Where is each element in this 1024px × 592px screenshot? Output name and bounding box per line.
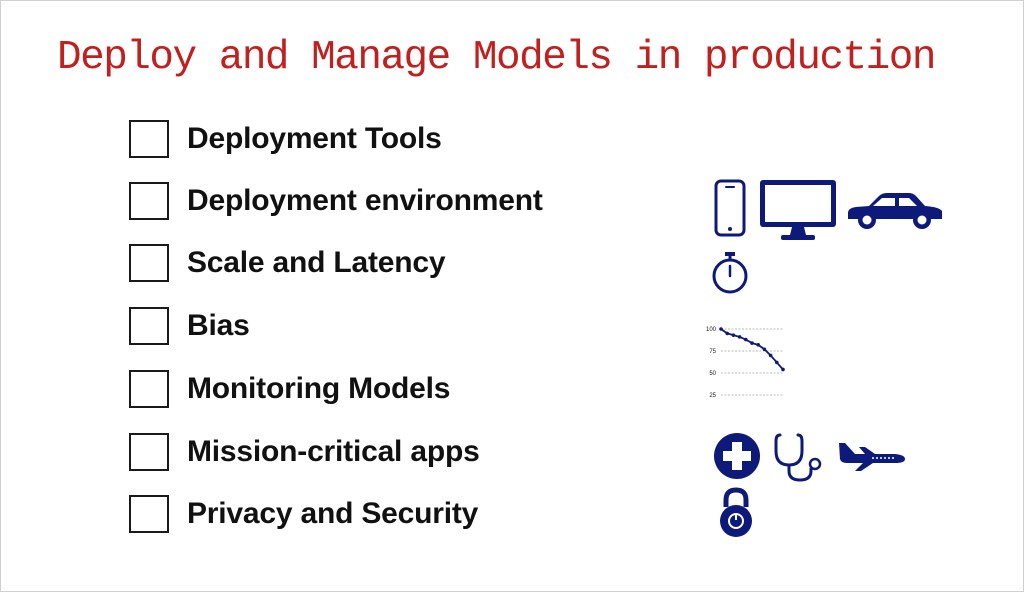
checklist-label: Mission-critical apps (187, 435, 480, 468)
chart-point (781, 367, 785, 372)
chart-point (756, 343, 760, 347)
chart-point (762, 347, 767, 352)
monitor-icon (760, 180, 836, 240)
chart-point (768, 353, 773, 358)
checklist-item-deployment-environment: Deployment environment (129, 179, 649, 223)
chart-point (750, 341, 754, 345)
chart-point (744, 337, 748, 342)
checklist-item-bias: Bias (129, 304, 649, 348)
stethoscope-icon (774, 433, 822, 482)
checkbox[interactable] (129, 182, 169, 220)
page-title: Deploy and Manage Models in production (57, 35, 936, 81)
chart-tick-label: 75 (709, 349, 716, 355)
checklist-label: Bias (187, 309, 250, 342)
chart-point (731, 333, 736, 337)
checklist-label: Deployment Tools (187, 122, 442, 155)
decay-chart-icon: 100 75 50 25 (706, 327, 785, 399)
checkbox[interactable] (129, 307, 169, 345)
airplane-icon (839, 443, 905, 471)
chart-tick-label: 50 (709, 371, 716, 377)
checkbox[interactable] (129, 433, 169, 471)
stopwatch-icon (712, 252, 748, 294)
checklist-item-deployment-tools: Deployment Tools (129, 117, 649, 161)
chart-series-line (720, 328, 784, 371)
medical-cross-icon (714, 433, 760, 479)
checklist-label: Monitoring Models (187, 372, 451, 405)
checklist-item-scale-latency: Scale and Latency (129, 241, 649, 285)
chart-tick-label: 25 (709, 393, 716, 399)
checkbox[interactable] (129, 370, 169, 408)
smartphone-icon (714, 179, 746, 237)
chart-point (725, 331, 729, 336)
checkbox[interactable] (129, 244, 169, 282)
checkbox[interactable] (129, 495, 169, 533)
padlock-icon (720, 487, 752, 537)
chart-point (719, 327, 723, 331)
chart-tick-label: 100 (706, 327, 717, 333)
chart-point (775, 360, 779, 365)
checklist-label: Deployment environment (187, 184, 543, 217)
checklist-item-mission-critical: Mission-critical apps (129, 430, 649, 474)
checklist-label: Privacy and Security (187, 497, 479, 530)
car-icon (848, 193, 942, 229)
checklist-item-monitoring-models: Monitoring Models (129, 367, 649, 411)
chart-point (737, 335, 742, 339)
checklist-label: Scale and Latency (187, 246, 446, 279)
checkbox[interactable] (129, 120, 169, 158)
checklist-item-privacy-security: Privacy and Security (129, 492, 649, 536)
